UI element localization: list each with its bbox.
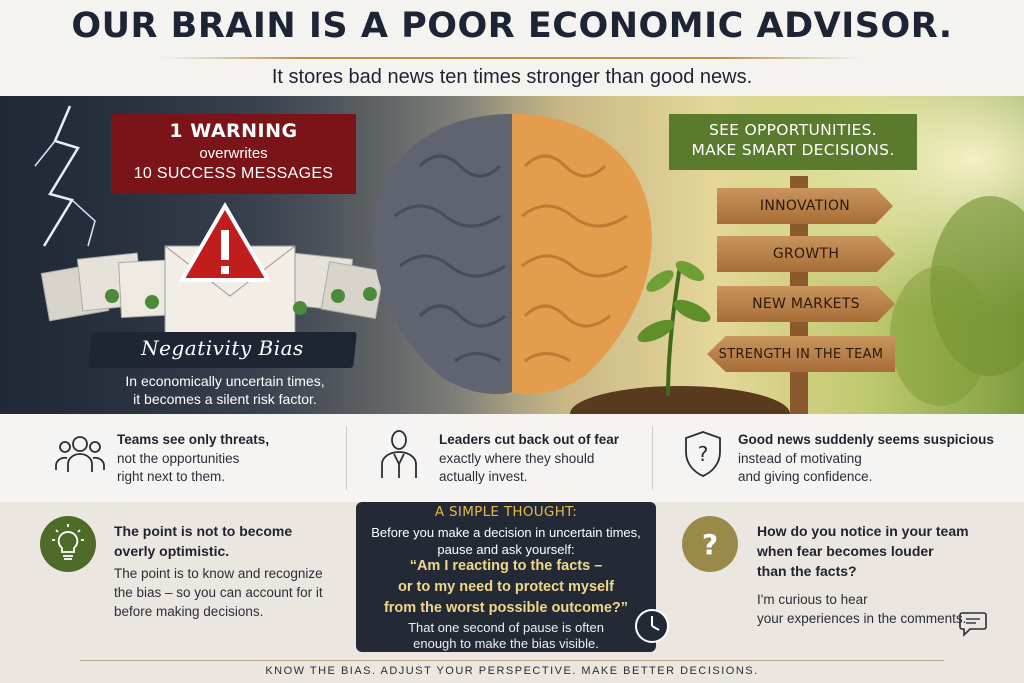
effect-description: exactly where they should actually inves… <box>439 450 594 486</box>
thought-foot-line: enough to make the bias visible. <box>413 636 599 651</box>
question-mark-icon: ? <box>702 528 718 561</box>
effect-line: and giving confidence. <box>738 469 873 484</box>
warning-headline: 1 WARNING <box>169 120 298 142</box>
divider <box>346 426 347 490</box>
effect-title: Leaders cut back out of fear <box>439 432 620 447</box>
question-line: your experiences in the comments. <box>757 611 967 626</box>
hero-caption-line2: it becomes a silent risk factor. <box>133 391 317 407</box>
clock-icon <box>635 609 669 643</box>
effect-line: right next to them. <box>117 469 226 484</box>
point-line: The point is to know and recognize <box>114 566 323 581</box>
question-title-line: How do you notice in your team <box>757 523 969 539</box>
lightbulb-badge <box>40 516 96 572</box>
point-line: before making decisions. <box>114 604 264 619</box>
point-line: the bias – so you can account for it <box>114 585 323 600</box>
effect-item: Leaders cut back out of fear exactly whe… <box>347 414 652 502</box>
question-title: How do you notice in your team when fear… <box>757 521 969 581</box>
effect-line: not the opportunities <box>117 451 240 466</box>
thought-intro-line: Before you make a decision in uncertain … <box>371 525 641 540</box>
sign-growth: GROWTH <box>717 236 895 272</box>
thought-quote-line: from the worst possible outcome?” <box>383 600 629 616</box>
envelope-stack <box>40 245 385 337</box>
thought-intro: Before you make a decision in uncertain … <box>366 524 646 558</box>
thought-foot-line: That one second of pause is often <box>408 620 604 635</box>
sign-new-markets: NEW MARKETS <box>717 286 895 322</box>
leader-icon <box>381 430 417 478</box>
thought-quote: “Am I reacting to the facts – or to my n… <box>366 556 646 619</box>
point-title-line: overly optimistic. <box>114 543 230 559</box>
divider <box>652 426 653 490</box>
opportunities-line2: MAKE SMART DECISIONS. <box>691 141 895 159</box>
bottom-section: The point is not to become overly optimi… <box>0 502 1024 683</box>
effect-line: actually invest. <box>439 469 528 484</box>
footer-tagline: KNOW THE BIAS. ADJUST YOUR PERSPECTIVE. … <box>265 665 759 677</box>
thought-intro-line: pause and ask yourself: <box>437 542 575 557</box>
question-title-line: than the facts? <box>757 563 857 579</box>
effect-line: exactly where they should <box>439 451 595 466</box>
svg-text:?: ? <box>698 442 709 466</box>
point-title: The point is not to become overly optimi… <box>114 521 292 561</box>
opportunities-line1: SEE OPPORTUNITIES. <box>708 121 878 139</box>
hero-caption-line1: In economically uncertain times, <box>125 373 325 389</box>
point-description: The point is to know and recognize the b… <box>114 564 323 621</box>
page-subtitle: It stores bad news ten times stronger th… <box>271 66 753 88</box>
shield-question-icon: ? <box>685 431 721 477</box>
hero-illustration: 1 WARNING overwrites 10 SUCCESS MESSAGES… <box>0 96 1024 414</box>
effects-strip: Teams see only threats, not the opportun… <box>0 414 1024 502</box>
lightning-icon <box>34 105 96 247</box>
effect-description: instead of motivating and giving confide… <box>738 450 872 486</box>
thought-footnote: That one second of pause is often enough… <box>386 620 626 652</box>
warning-callout: 1 WARNING overwrites 10 SUCCESS MESSAGES <box>111 114 356 194</box>
footer-rule <box>80 660 944 661</box>
question-line: I'm curious to hear <box>757 592 868 607</box>
question-description: I'm curious to hear your experiences in … <box>757 590 966 628</box>
header: OUR BRAIN IS A POOR ECONOMIC ADVISOR. It… <box>0 0 1024 96</box>
sign-innovation: INNOVATION <box>717 188 893 224</box>
hero-caption: In economically uncertain times, it beco… <box>100 372 350 408</box>
sprout-icon <box>637 260 711 397</box>
warning-success-count: 10 SUCCESS MESSAGES <box>133 165 334 182</box>
question-badge: ? <box>682 516 738 572</box>
warning-middle: overwrites <box>199 145 268 162</box>
thought-title: A SIMPLE THOUGHT: <box>434 504 578 520</box>
brain-illustration <box>373 114 652 395</box>
effect-item: ? Good news suddenly seems suspicious in… <box>653 414 1024 502</box>
effect-line: instead of motivating <box>738 451 862 466</box>
point-title-line: The point is not to become <box>114 523 293 539</box>
effect-item: Teams see only threats, not the opportun… <box>0 414 345 502</box>
question-title-line: when fear becomes louder <box>757 543 934 559</box>
page-title: OUR BRAIN IS A POOR ECONOMIC ADVISOR. <box>71 6 953 46</box>
bias-label: Negativity Bias <box>141 336 304 360</box>
comment-icon <box>959 612 987 637</box>
lightbulb-icon <box>52 524 84 560</box>
team-icon <box>55 436 105 472</box>
effect-description: not the opportunities right next to them… <box>117 450 239 486</box>
warning-triangle-icon <box>178 202 272 282</box>
opportunities-callout: SEE OPPORTUNITIES. MAKE SMART DECISIONS. <box>669 114 917 170</box>
svg-text:?: ? <box>702 528 718 561</box>
thought-quote-line: or to my need to protect myself <box>398 579 614 595</box>
simple-thought-card: A SIMPLE THOUGHT: Before you make a deci… <box>356 502 669 652</box>
effect-title: Teams see only threats, <box>117 432 270 447</box>
thought-quote-line: “Am I reacting to the facts – <box>409 558 603 574</box>
sign-strength-in-team: STRENGTH IN THE TEAM <box>707 336 895 372</box>
title-underline <box>160 57 864 59</box>
effect-title: Good news suddenly seems suspicious <box>738 432 994 447</box>
